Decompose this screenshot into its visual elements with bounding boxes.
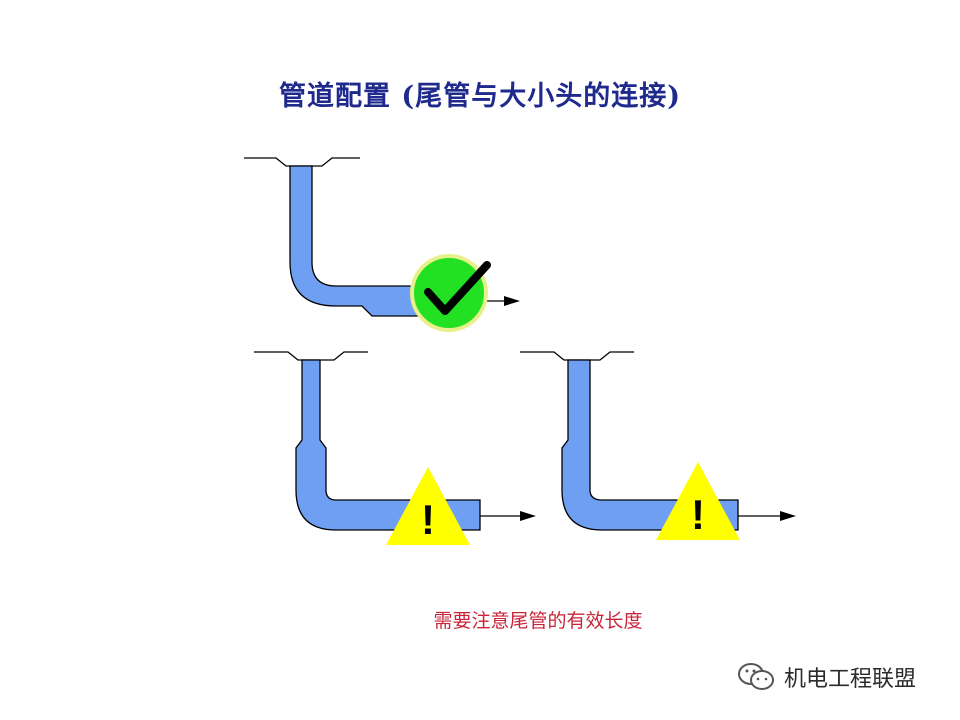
caption-note: 需要注意尾管的有效长度	[433, 610, 643, 632]
check-mark-icon	[410, 254, 491, 332]
warning-mark-bottom-left: !	[421, 496, 435, 543]
slide-title: 管道配置 (尾管与大小头的连接)	[279, 81, 681, 112]
nozzle-flange-top	[244, 157, 360, 167]
wechat-logo-icon	[738, 663, 774, 690]
nozzle-flange-bottom-left	[254, 351, 368, 361]
pipe-config-bottom-left: !	[254, 351, 536, 545]
flow-arrow-bottom-left	[480, 511, 536, 521]
flow-arrow-bottom-right	[738, 511, 796, 521]
warning-icon-bottom-right: !	[656, 462, 740, 540]
warning-mark-bottom-right: !	[691, 491, 705, 538]
warning-icon-bottom-left: !	[386, 467, 470, 545]
watermark: 机电工程联盟	[736, 660, 916, 694]
pipe-config-bottom-right: !	[520, 351, 796, 540]
watermark-label: 机电工程联盟	[784, 667, 917, 692]
tail-pipe-bottom-left	[295, 359, 481, 531]
pipe-config-top	[244, 157, 520, 332]
nozzle-flange-bottom-right	[520, 351, 634, 361]
